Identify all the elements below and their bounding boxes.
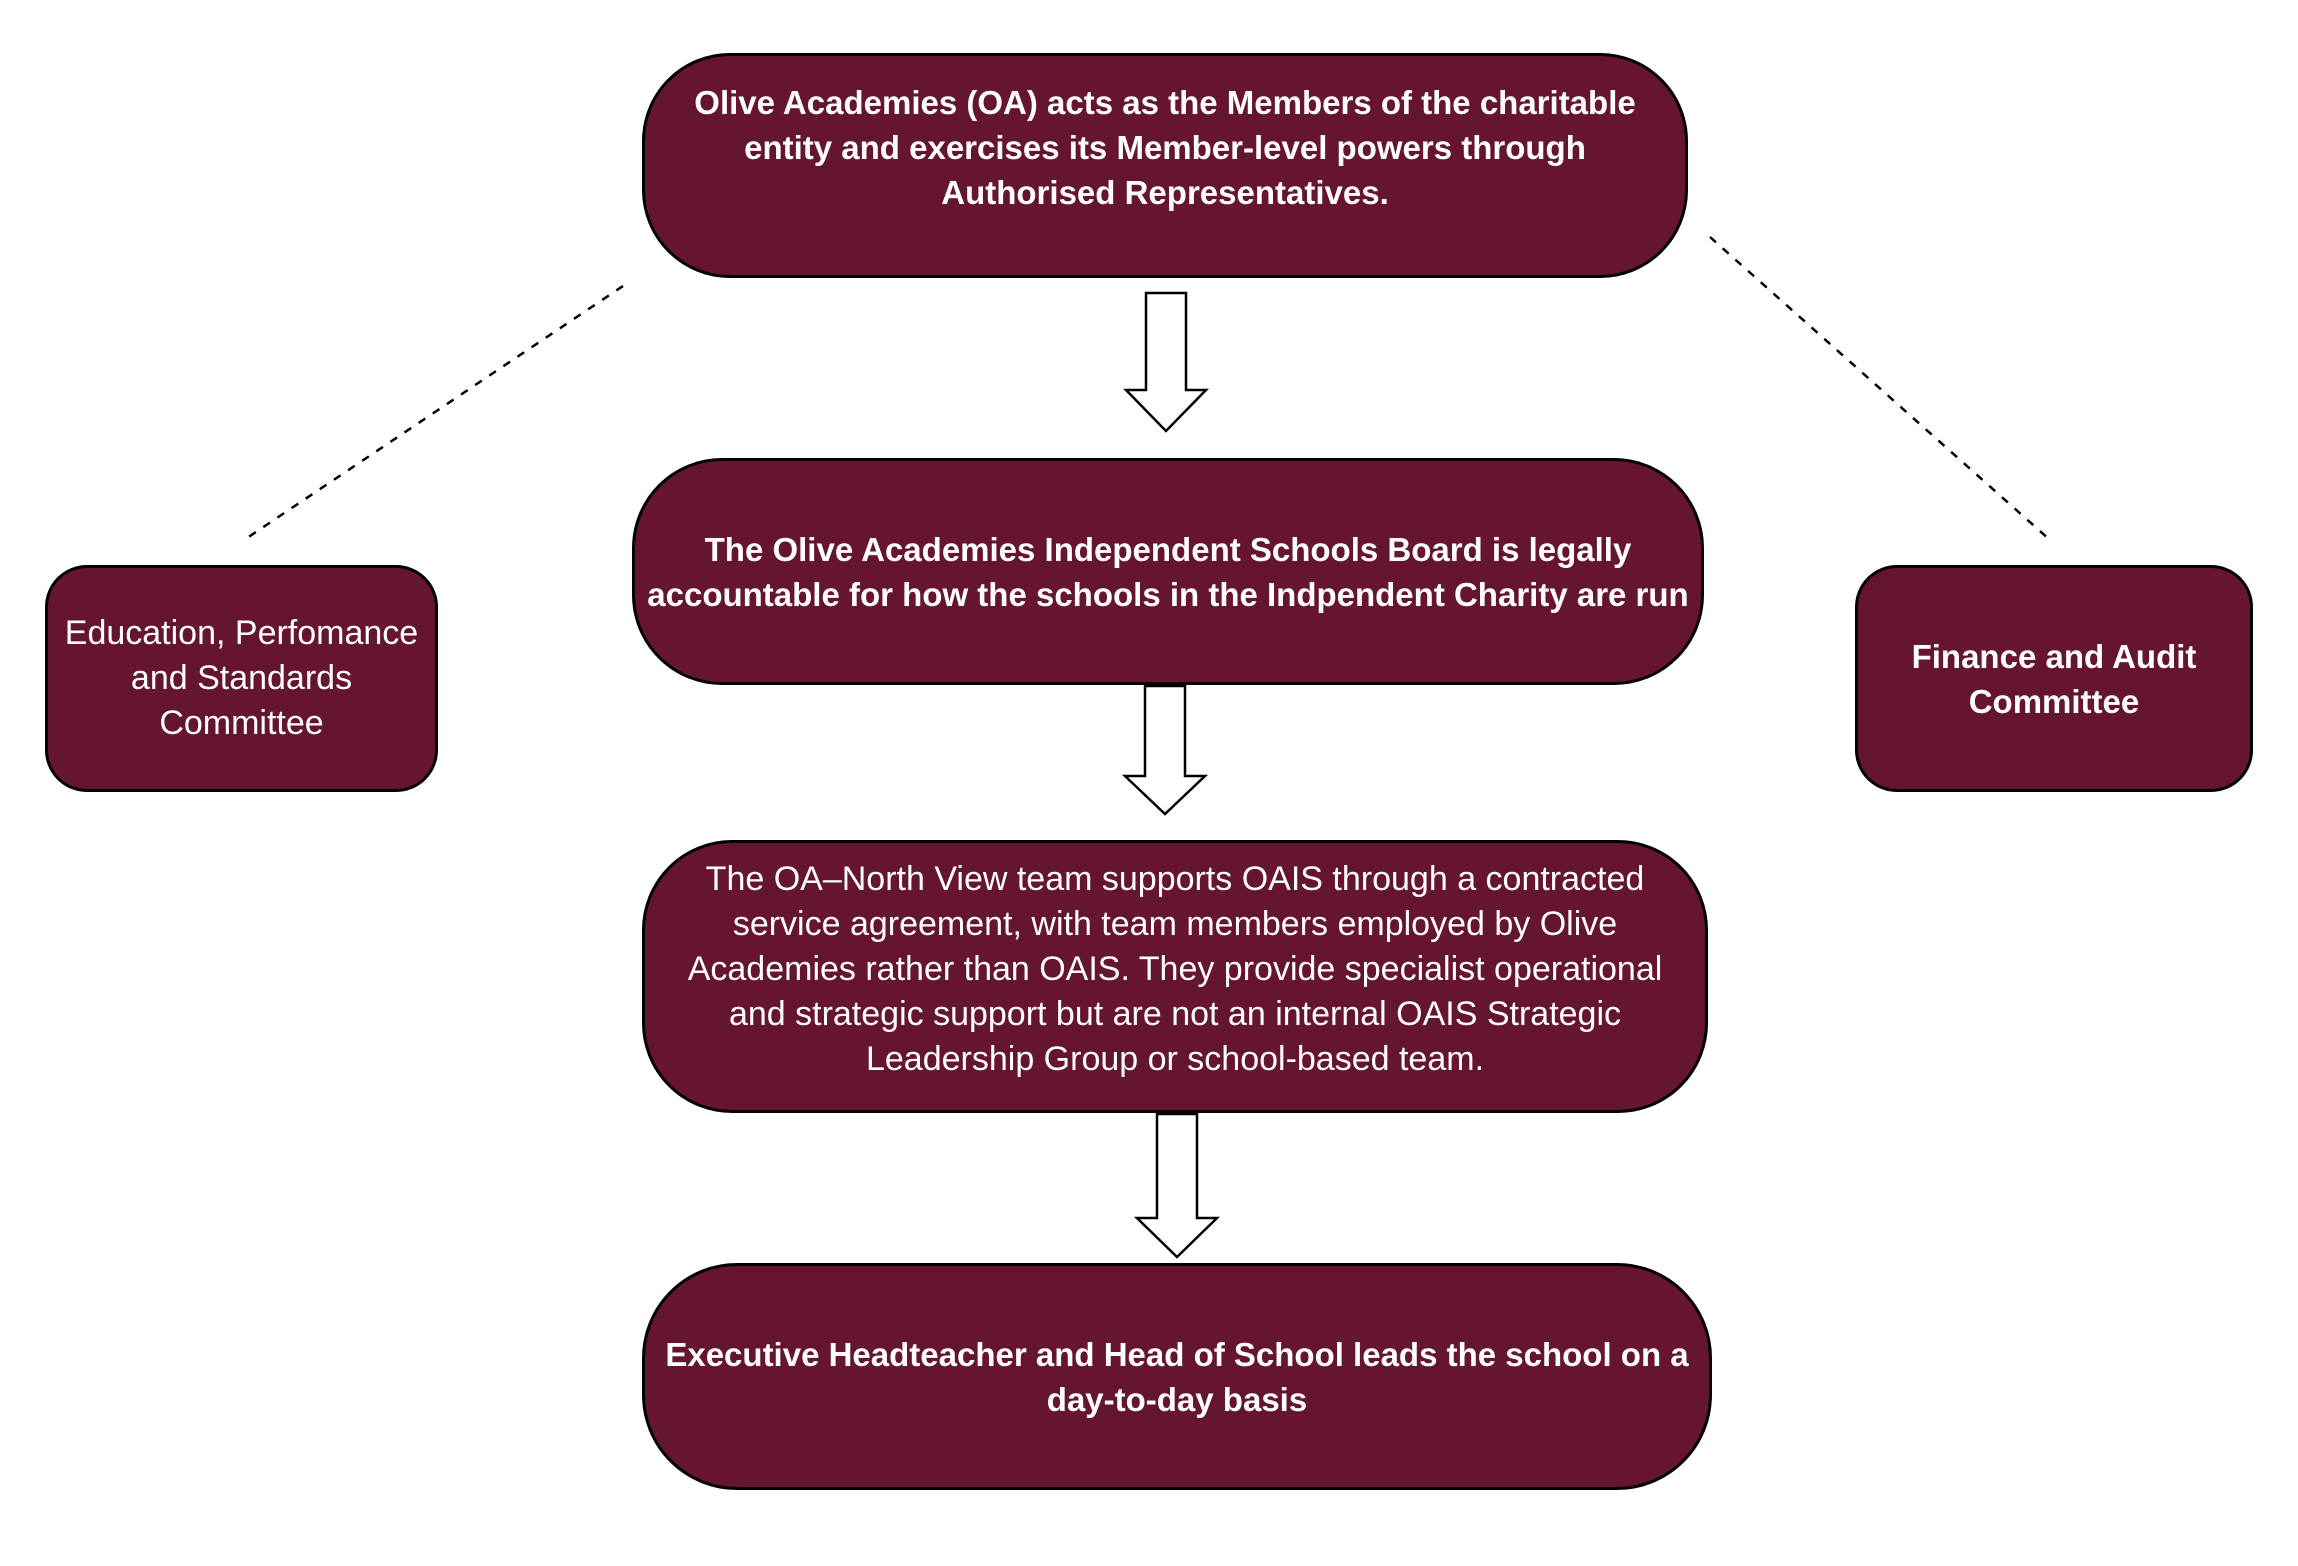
down-arrow-icon-3: [1133, 1112, 1221, 1259]
node-schools-board: The Olive Academies Independent Schools …: [632, 458, 1704, 685]
node-education-performance-standards-committee: Education, Perfomance and Standards Comm…: [45, 565, 438, 792]
node-members: Olive Academies (OA) acts as the Members…: [642, 53, 1688, 278]
node-finance-audit-committee: Finance and Audit Committee: [1855, 565, 2253, 792]
down-arrow-icon-2: [1121, 684, 1209, 816]
dashed-connector-right: [1709, 236, 2051, 541]
node-oa-north-view-team: The OA–North View team supports OAIS thr…: [642, 840, 1708, 1113]
dashed-connector-left: [243, 284, 624, 542]
node-executive-headteacher: Executive Headteacher and Head of School…: [642, 1263, 1712, 1490]
down-arrow-icon-1: [1123, 291, 1209, 433]
